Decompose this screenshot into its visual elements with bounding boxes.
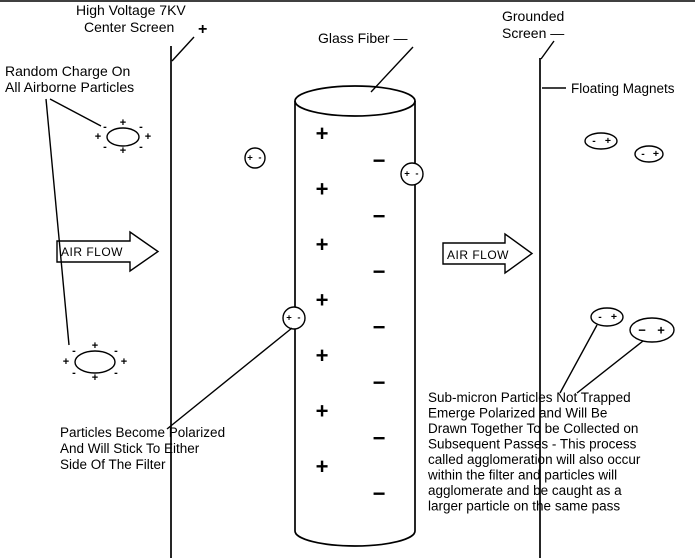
grounded-screen-connector-line [540, 40, 555, 60]
glass-fiber-label: Glass Fiber — [318, 30, 407, 46]
polarized-particle-free: + - [244, 147, 266, 169]
particle-circle [244, 147, 266, 169]
submicron-note-line1: Sub-micron Particles Not Trapped [428, 390, 631, 405]
charge-minus-icon: - [297, 313, 300, 324]
polarized-note-line1: Particles Become Polarized [60, 425, 225, 440]
cylinder-plus-icon: + [316, 399, 329, 424]
glass-fiber-cylinder: + + + + + + + − − − − − − − [294, 85, 416, 547]
charge-minus-icon: - [114, 367, 118, 379]
grounded-screen-label-line2: Screen — [502, 25, 564, 41]
submicron-note-line8: larger particle on the same pass [428, 499, 620, 514]
charge-plus-icon: + [611, 311, 617, 323]
particle-circle [282, 306, 306, 330]
charge-minus-icon: - [415, 169, 418, 180]
cylinder-minus-icon: − [373, 370, 386, 395]
charge-minus-icon: - [72, 345, 76, 357]
cylinder-minus-icon: − [373, 481, 386, 506]
magnet-ellipse-large [629, 317, 675, 343]
submicron-note: Sub-micron Particles Not Trapped Emerge … [427, 390, 641, 514]
charge-plus-icon: + [121, 356, 127, 368]
random-charge-connector-upper [49, 98, 102, 127]
charge-minus-icon: - [103, 141, 107, 153]
cylinder-plus-icon: + [316, 454, 329, 479]
polarized-note-line2: And Will Stick To Either [60, 441, 200, 456]
cylinder-top-ellipse [294, 85, 416, 117]
cylinder-minus-icon: − [373, 426, 386, 451]
charge-plus-icon: + [92, 340, 98, 352]
polarized-note: Particles Become Polarized And Will Stic… [60, 327, 293, 472]
glass-fiber-connector-line [370, 46, 414, 93]
charge-plus-icon: + [95, 131, 101, 143]
charge-plus-icon: + [63, 356, 69, 368]
charge-plus-icon: + [92, 372, 98, 384]
charge-minus-icon: - [72, 367, 76, 379]
air-flow-arrow-right: AIR FLOW [442, 232, 534, 275]
magnet-connector-line-1 [559, 324, 598, 394]
air-flow-label: AIR FLOW [447, 248, 509, 262]
cylinder-bottom-arc [294, 530, 416, 547]
charge-plus-icon: + [120, 145, 126, 157]
magnet-ellipse [634, 145, 664, 163]
center-screen-label: Center Screen [84, 19, 174, 35]
charge-plus-icon: + [657, 323, 665, 338]
cylinder-minus-icon: − [373, 204, 386, 229]
charge-minus-icon: - [103, 121, 107, 133]
arrow-right-icon [442, 232, 534, 275]
charged-particle-lower: + - + - + - + - [63, 340, 127, 384]
charge-minus-icon: - [139, 141, 143, 153]
submicron-note-line5: called agglomeration will also occur [428, 452, 641, 467]
floating-magnets-upper: - + - + [584, 132, 664, 163]
charge-plus-icon: + [404, 169, 410, 180]
cylinder-minus-icon: − [373, 148, 386, 173]
center-screen-connector-line [171, 36, 195, 62]
polarized-particle-left-edge: + - [282, 306, 306, 330]
submicron-note-line2: Emerge Polarized and Will Be [428, 406, 607, 421]
arrow-right-icon [56, 230, 160, 273]
cylinder-plus-icon: + [316, 177, 329, 202]
charge-plus-icon: + [286, 313, 292, 324]
polarized-note-line3: Side Of The Filter [60, 457, 166, 472]
particle-ellipse [74, 350, 116, 374]
random-charge-label-line2: All Airborne Particles [5, 79, 134, 95]
polarized-particle-right-edge: + - [400, 162, 424, 186]
submicron-note-line4: Subsequent Passes - This process [428, 437, 637, 452]
charge-plus-icon: + [145, 131, 151, 143]
magnet-ellipse [590, 307, 624, 327]
charge-minus-icon: - [139, 121, 143, 133]
cylinder-plus-icon: + [316, 288, 329, 313]
random-charge-label-line1: Random Charge On [5, 63, 130, 79]
polarized-note-connector-line [166, 327, 293, 430]
cylinder-minus-icon: − [373, 315, 386, 340]
cylinder-plus-icon: + [316, 343, 329, 368]
magnet-connector-line-2 [576, 340, 644, 394]
cylinder-minus-icon: − [373, 259, 386, 284]
charge-minus-icon: - [598, 311, 602, 323]
charge-plus-icon: + [605, 135, 611, 147]
air-flow-arrow-left: AIR FLOW [56, 230, 160, 273]
cylinder-plus-icon: + [316, 232, 329, 257]
particle-circle [400, 162, 424, 186]
cylinder-plus-icon: + [316, 121, 329, 146]
charge-minus-icon: − [638, 323, 646, 338]
submicron-note-line3: Drawn Together To be Collected on [428, 421, 638, 436]
submicron-note-line7: agglomerate and be caught as a [428, 483, 622, 498]
charge-plus-icon: + [653, 148, 659, 160]
charge-minus-icon: - [114, 345, 118, 357]
center-screen-plus-sign: + [198, 21, 207, 38]
charge-minus-icon: - [258, 153, 261, 164]
floating-magnets-lower: - + − + [559, 307, 675, 394]
air-flow-label: AIR FLOW [61, 245, 123, 259]
charged-particle-upper: + - + - + - + - [95, 117, 151, 157]
submicron-note-line6: within the filter and particles will [427, 468, 617, 483]
charge-minus-icon: - [592, 135, 596, 147]
particle-ellipse [106, 127, 140, 147]
charge-plus-icon: + [120, 117, 126, 129]
charge-minus-icon: - [641, 148, 645, 160]
grounded-screen-label-line1: Grounded [502, 8, 564, 24]
floating-magnets-label: Floating Magnets [571, 81, 675, 96]
random-charge-connector-lower [45, 98, 70, 346]
charge-plus-icon: + [247, 153, 253, 164]
high-voltage-label: High Voltage 7KV [76, 2, 186, 18]
magnet-ellipse [584, 132, 618, 150]
